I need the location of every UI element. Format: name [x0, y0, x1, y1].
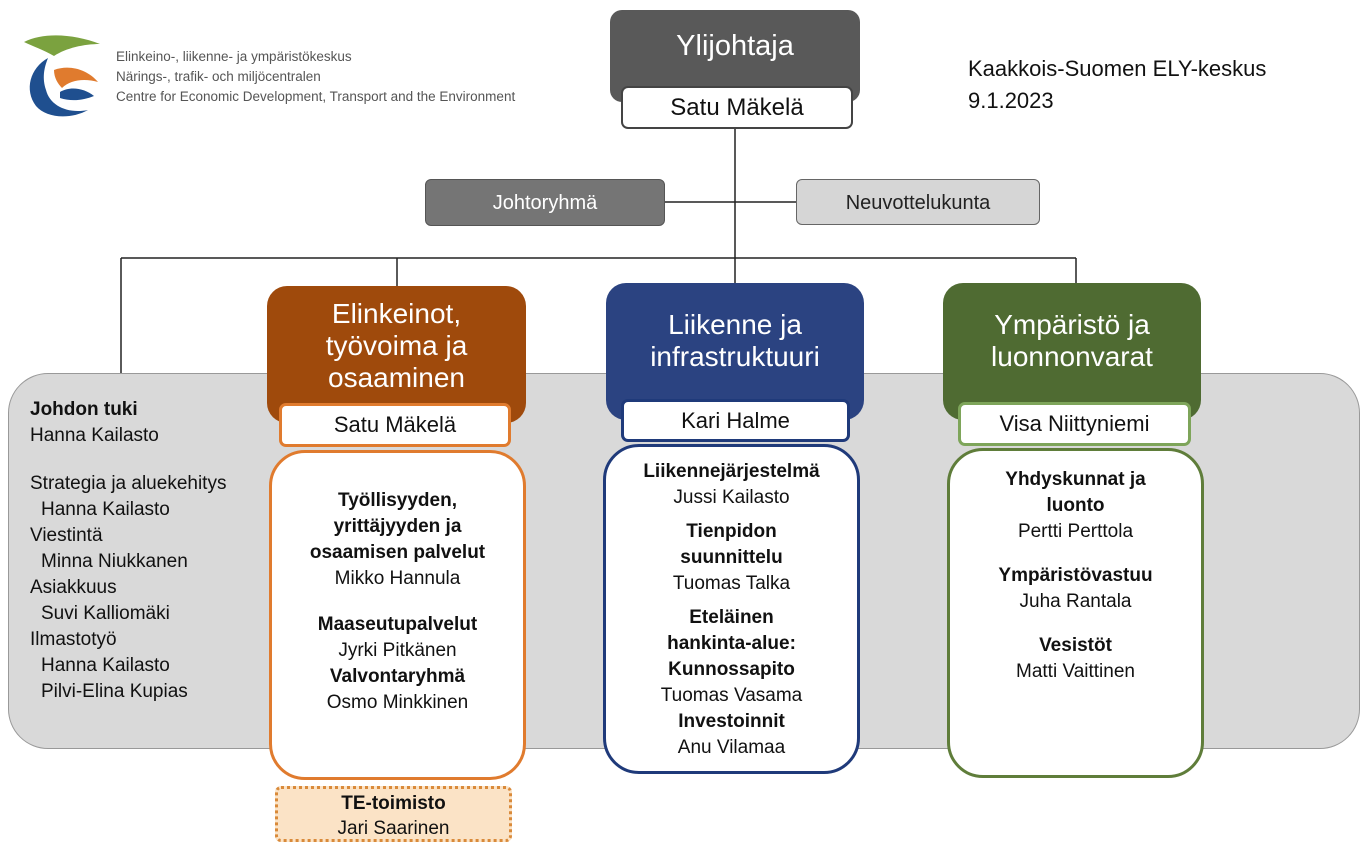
division-manager-environment: Visa Niittyniemi: [958, 402, 1191, 446]
council-box: Neuvottelukunta: [796, 179, 1040, 225]
unit-title: Ympäristövastuu: [998, 565, 1153, 586]
support-title: Johdon tuki: [30, 399, 138, 420]
unit-title: yrittäjyyden ja: [333, 516, 462, 537]
support-area: Viestintä: [30, 525, 103, 546]
division-title-line: työvoima ja: [325, 329, 468, 361]
support-person: Hanna Kailasto: [41, 499, 170, 520]
region-name: Kaakkois-Suomen ELY-keskus: [968, 56, 1267, 81]
management-support: Johdon tuki Hanna Kailasto Strategia ja …: [30, 397, 265, 705]
logo-line-fi: Elinkeino-, liikenne- ja ympäristökeskus: [116, 49, 352, 64]
unit-title: Valvontaryhmä: [329, 666, 466, 687]
unit-person: Tuomas Vasama: [660, 685, 803, 706]
support-area: Asiakkuus: [30, 577, 117, 598]
unit-title: Maaseutupalvelut: [317, 614, 478, 635]
division-title-line: Liikenne ja: [668, 308, 802, 340]
division-units-environment: Yhdyskunnat ja luonto Pertti Perttola Ym…: [947, 448, 1204, 778]
region-info: Kaakkois-Suomen ELY-keskus 9.1.2023: [968, 53, 1266, 117]
te-office-title: TE-toimisto: [341, 793, 446, 814]
unit-title: luonto: [1046, 495, 1105, 516]
unit-person: Tuomas Talka: [672, 573, 791, 594]
division-manager-business: Satu Mäkelä: [279, 403, 511, 447]
division-units-transport: Liikennejärjestelmä Jussi Kailasto Tienp…: [603, 444, 860, 774]
management-group-box: Johtoryhmä: [425, 179, 665, 226]
unit-person: Anu Vilamaa: [677, 737, 786, 758]
division-units-business: Työllisyyden, yrittäjyyden ja osaamisen …: [269, 450, 526, 780]
unit-title: Liikennejärjestelmä: [643, 461, 820, 482]
unit-title: Tienpidon: [686, 521, 777, 542]
ely-logo-icon: [24, 35, 100, 117]
unit-person: Matti Vaittinen: [1016, 661, 1135, 682]
division-header-environment: Ympäristö ja luonnonvarat: [943, 283, 1201, 420]
logo-line-sv: Närings-, trafik- och miljöcentralen: [116, 69, 321, 84]
unit-title: Vesistöt: [1039, 635, 1112, 656]
division-manager-transport: Kari Halme: [621, 399, 850, 442]
director-name: Satu Mäkelä: [621, 86, 853, 129]
support-person: Hanna Kailasto: [41, 655, 170, 676]
division-title-line: Elinkeinot,: [331, 297, 462, 329]
division-title-line: Ympäristö ja: [994, 308, 1150, 340]
division-title-line: osaaminen: [328, 361, 465, 393]
division-title-line: luonnonvarat: [991, 340, 1153, 372]
unit-person: Jyrki Pitkänen: [338, 640, 457, 661]
division-title-line: infrastruktuuri: [650, 340, 820, 372]
support-person: Suvi Kalliomäki: [41, 603, 170, 624]
unit-person: Osmo Minkkinen: [326, 692, 469, 713]
unit-title: Eteläinen: [689, 607, 774, 628]
support-person: Minna Niukkanen: [41, 551, 188, 572]
unit-title: osaamisen palvelut: [309, 542, 486, 563]
support-area: Strategia ja aluekehitys: [30, 473, 227, 494]
division-header-transport: Liikenne ja infrastruktuuri: [606, 283, 864, 420]
unit-title: Investoinnit: [678, 711, 785, 732]
unit-person: Mikko Hannula: [334, 568, 461, 589]
te-office-person: Jari Saarinen: [337, 818, 450, 839]
logo-text: Elinkeino-, liikenne- ja ympäristökeskus…: [116, 47, 515, 107]
support-person: Pilvi-Elina Kupias: [41, 681, 188, 702]
region-date: 9.1.2023: [968, 88, 1054, 113]
unit-title: Kunnossapito: [668, 659, 795, 680]
te-office-box: TE-toimisto Jari Saarinen: [275, 786, 512, 842]
unit-person: Pertti Perttola: [1017, 521, 1134, 542]
division-header-business: Elinkeinot, työvoima ja osaaminen: [267, 286, 526, 423]
unit-title: Työllisyyden,: [338, 490, 457, 511]
unit-person: Juha Rantala: [1019, 591, 1132, 612]
unit-person: Jussi Kailasto: [673, 487, 790, 508]
unit-title: suunnittelu: [680, 547, 783, 568]
logo-line-en: Centre for Economic Development, Transpo…: [116, 89, 516, 104]
support-head: Hanna Kailasto: [30, 425, 159, 446]
unit-title: Yhdyskunnat ja: [1005, 469, 1146, 490]
unit-title: hankinta-alue:: [667, 633, 796, 654]
support-area: Ilmastotyö: [30, 629, 117, 650]
